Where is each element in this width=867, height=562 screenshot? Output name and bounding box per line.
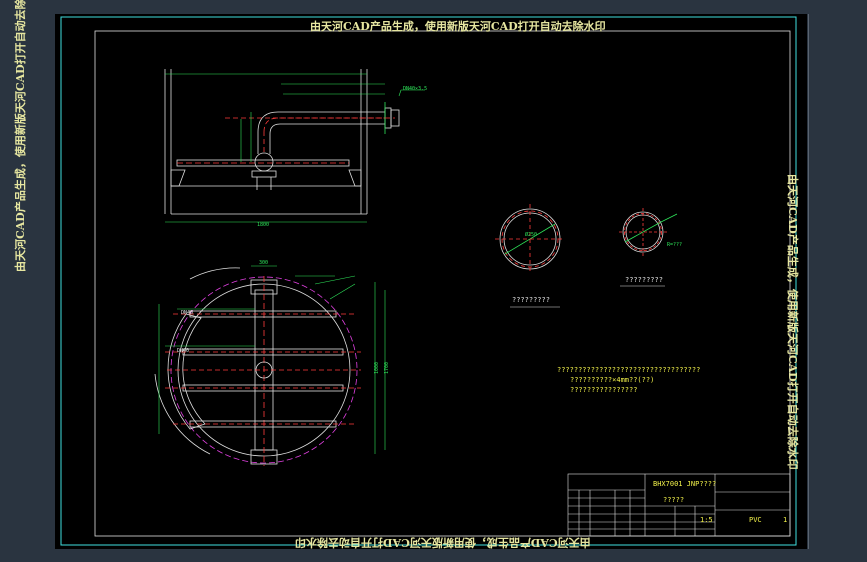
svg-text:DN40: DN40 — [177, 348, 189, 354]
drawing-viewport[interactable]: 1800 DN40×3.5 — [14, 0, 807, 549]
cad-drawing-canvas: 1800 DN40×3.5 — [60, 16, 797, 546]
viewport-right-border — [808, 14, 809, 549]
title-block-material: PVC — [749, 516, 762, 524]
title-block-name: ????? — [663, 496, 685, 504]
watermark-right: 由天河CAD产品生成，使用新版天河CAD打开自动去除水印 — [786, 174, 799, 470]
svg-text:300: 300 — [259, 260, 268, 266]
section-b-detail — [619, 208, 678, 256]
section-b-caption: ????????? — [625, 276, 663, 284]
plan-view — [154, 267, 361, 466]
svg-text:DN40: DN40 — [181, 310, 193, 316]
plan-dimensions — [158, 265, 386, 454]
note-line-3: ???????????????? — [570, 386, 638, 394]
outer-frame — [60, 16, 797, 546]
elevation-dimensions — [165, 73, 425, 223]
section-a-caption: ????????? — [512, 296, 550, 304]
svg-text:1700: 1700 — [384, 362, 390, 374]
title-block-sheet: 1 — [783, 516, 788, 524]
section-a-detail — [495, 204, 565, 274]
svg-text:1000: 1000 — [374, 362, 380, 374]
svg-text:Ø250: Ø250 — [525, 231, 537, 238]
svg-text:1800: 1800 — [257, 222, 269, 228]
inner-frame — [94, 30, 791, 537]
title-block-scale: 1:5 — [700, 516, 713, 524]
svg-text:R=???: R=??? — [667, 242, 682, 248]
title-block — [567, 473, 791, 537]
watermark-top: 由天河CAD产品生成，使用新版天河CAD打开自动去除水印 — [310, 20, 606, 33]
svg-text:DN40×3.5: DN40×3.5 — [403, 86, 427, 92]
note-line-2: ??????????×4mm??(??) — [570, 376, 655, 384]
title-block-drawing-number: BHX7001 JNP???? — [653, 480, 717, 488]
note-line-1: ?????????????????????????????????? — [557, 366, 701, 374]
watermark-left: 由天河CAD产品生成，使用新版天河CAD打开自动去除水印 — [14, 0, 27, 272]
elevation-view — [164, 69, 400, 215]
watermark-bottom: 由天河CAD产品生成，使用新版天河CAD打开自动去除水印 — [295, 536, 591, 549]
